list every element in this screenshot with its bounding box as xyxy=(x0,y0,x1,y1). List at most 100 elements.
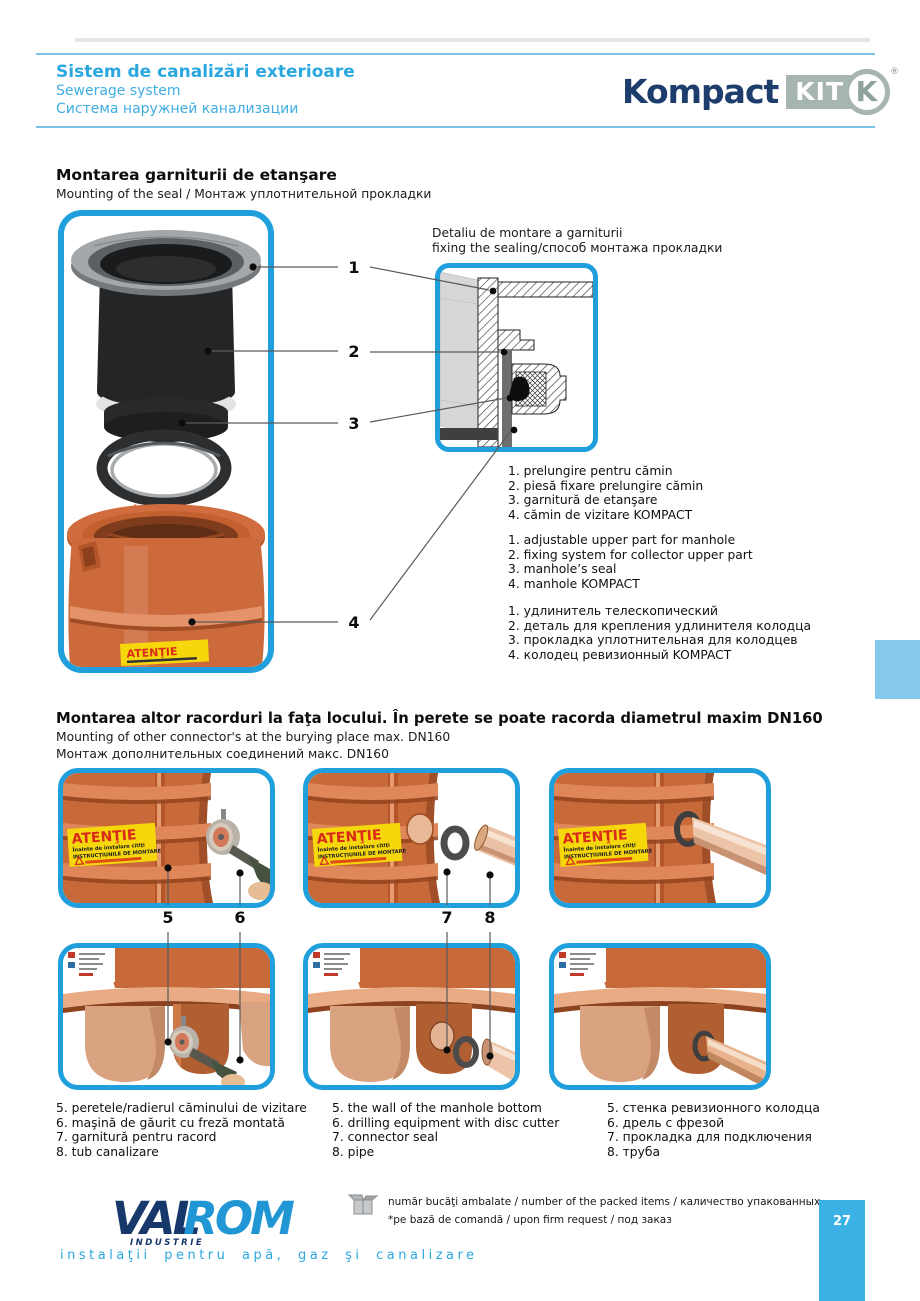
pipe-inserted xyxy=(706,1036,766,1085)
legend-ro-2: 2. piesă fixare prelungire cămin xyxy=(508,478,704,493)
photo-drill-bottom-illustration xyxy=(63,948,270,1085)
certification-label xyxy=(554,948,606,982)
caption-en-7: 7. connector seal xyxy=(332,1130,439,1145)
caption-ru-6: 6. дрель с фрезой xyxy=(607,1115,725,1130)
captions-en: 5. the wall of the manhole bottom 6. dri… xyxy=(332,1101,559,1159)
callout-2: 2 xyxy=(348,342,360,361)
atentie-title-text: ATENŢIE xyxy=(562,827,628,847)
hand xyxy=(248,882,270,900)
hand xyxy=(221,1074,245,1085)
connector-seal-ring xyxy=(453,1036,479,1068)
legend-ru-4: 4. колодец ревизионный KOMPACT xyxy=(508,647,732,662)
caption-ru-7: 7. прокладка для подключения xyxy=(607,1130,812,1145)
page-title: Sistem de canalizări exterioare xyxy=(56,62,355,82)
photo-hole-seal-pipe-upper-illustration: ATENŢIE Înainte de instalare citiţi INST… xyxy=(308,773,515,903)
seal-rubber xyxy=(509,376,530,402)
callout-8: 8 xyxy=(484,908,496,927)
detail-caption-line1: Detaliu de montare a garniturii xyxy=(432,226,623,240)
logo-kit-box: KIT K ® xyxy=(786,67,899,115)
logo-kompact-text: Kompact xyxy=(622,72,779,111)
photo-hole-seal-pipe-bottom xyxy=(303,943,520,1090)
section-connectors-title: Montarea altor racorduri la faţa locului… xyxy=(56,710,823,727)
captions-ro: 5. peretele/radierul căminului de vizita… xyxy=(56,1101,307,1159)
telescopic-extension xyxy=(71,230,261,442)
photo-pipe-mounted-upper: ATENŢIE Înainte de instalare citiţi INST… xyxy=(549,768,771,908)
page-title-en: Sewerage system xyxy=(56,83,181,99)
photo-hole-seal-pipe-upper: ATENŢIE Înainte de instalare citiţi INST… xyxy=(303,768,520,908)
legend-en: 1. adjustable upper part for manhole 2. … xyxy=(508,533,753,591)
logo-k-circle-icon: K xyxy=(844,68,891,115)
photo-pipe-mounted-bottom-illustration xyxy=(554,948,766,1085)
atentie-label-partial: ATENŢIE xyxy=(120,639,210,666)
footer-note-packed: număr bucăţi ambalate / number of the pa… xyxy=(388,1196,821,1208)
section-seal-title: Montarea garniturii de etanşare xyxy=(56,166,337,184)
callout-7: 7 xyxy=(441,908,453,927)
detail-caption: Detaliu de montare a garniturii fixing t… xyxy=(432,226,722,256)
caption-ro-7: 7. garnitură pentru racord xyxy=(56,1130,217,1145)
kompact-kit-logo: Kompact KIT K ® xyxy=(622,67,899,115)
caption-en-5: 5. the wall of the manhole bottom xyxy=(332,1101,542,1115)
footer-tagline: instalaţii pentru apă, gaz şi canalizare xyxy=(60,1248,478,1263)
legend-ro: 1. prelungire pentru cămin 2. piesă fixa… xyxy=(508,464,703,522)
caption-en-8: 8. pipe xyxy=(332,1144,375,1159)
callout-5: 5 xyxy=(162,908,174,927)
legend-ru-3: 3. прокладка уплотнительная для колодцев xyxy=(508,633,798,648)
caption-ro-8: 8. tub canalizare xyxy=(56,1144,159,1159)
drill-with-disc-cutter xyxy=(206,809,270,900)
caption-ru-5: 5. стенка ревизионного колодца xyxy=(607,1101,820,1115)
logo-kit-text: KIT xyxy=(795,76,845,106)
atentie-label: ATENŢIE Înainte de instalare citiţi INST… xyxy=(558,822,653,867)
captions-ru: 5. стенка ревизионного колодца 6. дрель … xyxy=(607,1101,820,1159)
section-seal-subtitle: Mounting of the seal / Монтаж уплотнител… xyxy=(56,187,432,201)
section-connectors-subtitle-ru: Монтаж дополнительных соединений макс. D… xyxy=(56,747,389,761)
caption-ru-8: 8. труба xyxy=(607,1144,661,1159)
pipe xyxy=(474,824,515,871)
header-rule-bottom xyxy=(36,126,875,128)
logo-rom-text: ROM xyxy=(183,1192,295,1245)
seal-ring xyxy=(96,429,232,507)
page-number-tab: 27 xyxy=(819,1200,865,1301)
certification-label xyxy=(63,948,115,982)
atentie-label: ATENŢIE Înainte de instalare citiţi INST… xyxy=(312,822,407,867)
callout-1: 1 xyxy=(348,258,360,277)
page-title-ru: Система наружней канализации xyxy=(56,101,299,117)
page-number: 27 xyxy=(832,1214,852,1229)
legend-ru: 1. удлинитель телескопический 2. деталь … xyxy=(508,604,811,662)
legend-ro-4: 4. cămin de vizitare KOMPACT xyxy=(508,507,693,522)
callout-6: 6 xyxy=(234,908,246,927)
drill-with-disc-cutter xyxy=(169,1016,245,1085)
photo-pipe-mounted-bottom xyxy=(549,943,771,1090)
photo-drill-bottom xyxy=(58,943,275,1090)
caption-en-6: 6. drilling equipment with disc cutter xyxy=(332,1115,560,1130)
callout-4: 4 xyxy=(348,613,360,632)
caption-ro-6: 6. maşină de găurit cu freză montată xyxy=(56,1115,285,1130)
connector-seal-ring xyxy=(440,825,470,861)
scan-artifact-line xyxy=(75,38,870,42)
photo-pipe-mounted-upper-illustration: ATENŢIE Înainte de instalare citiţi INST… xyxy=(554,773,766,903)
cross-section-drawing xyxy=(440,271,593,447)
cut-hole xyxy=(429,1021,455,1051)
photo-drill-upper: ATENŢIE Înainte de instalare citiţi INST… xyxy=(58,768,275,908)
package-box-icon xyxy=(348,1194,378,1215)
logo-industrie-text: INDUSTRIE xyxy=(130,1238,205,1248)
seal-detail-box xyxy=(435,263,598,452)
caption-ro-5: 5. peretele/radierul căminului de vizita… xyxy=(56,1101,307,1115)
photo-hole-seal-pipe-bottom-illustration xyxy=(308,948,515,1082)
manhole-body: ATENŢIE xyxy=(67,504,265,667)
header-rule-top xyxy=(36,53,875,55)
logo-val-text: VAL xyxy=(112,1192,201,1245)
atentie-label: ATENŢIE Înainte de instalare citiţi INST… xyxy=(67,822,162,867)
atentie-title-text: ATENŢIE xyxy=(316,827,382,847)
certification-label xyxy=(308,948,360,982)
atentie-text: ATENŢIE xyxy=(126,645,178,661)
footer-note-order: *pe bază de comandă / upon firm request … xyxy=(388,1214,672,1226)
legend-en-3: 3. manhole’s seal xyxy=(508,562,617,577)
legend-ru-1: 1. удлинитель телескопический xyxy=(508,604,718,618)
legend-ro-3: 3. garnitură de etanşare xyxy=(508,493,658,508)
pipe xyxy=(481,1038,515,1082)
legend-en-4: 4. manhole KOMPACT xyxy=(508,576,640,591)
section-connectors-subtitle-en: Mounting of other connector's at the bur… xyxy=(56,730,451,744)
legend-ro-1: 1. prelungire pentru cămin xyxy=(508,464,673,478)
photo-drill-upper-illustration: ATENŢIE Înainte de instalare citiţi INST… xyxy=(63,773,270,903)
header-titles: Sistem de canalizări exterioare Sewerage… xyxy=(56,62,355,118)
